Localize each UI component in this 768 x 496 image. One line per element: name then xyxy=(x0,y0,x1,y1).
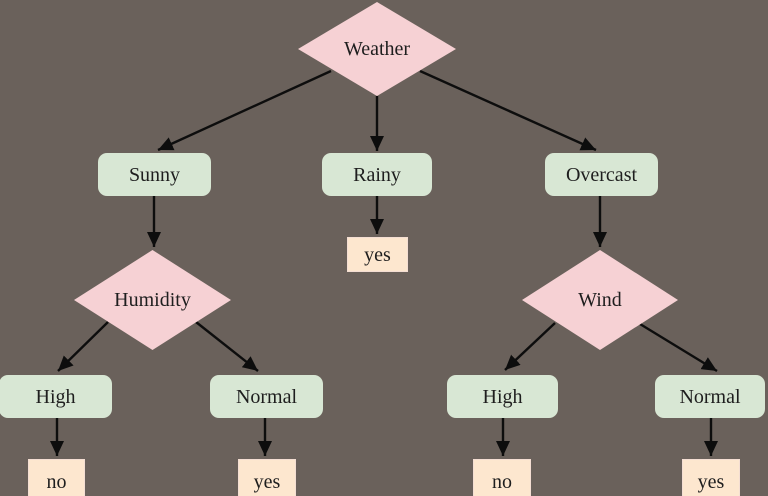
node-rainy: Rainy xyxy=(322,153,432,196)
leaf-rainy-yes: yes xyxy=(347,237,408,272)
leaf-humidity-normal-yes: yes xyxy=(238,459,296,496)
edge-wind-high xyxy=(504,322,556,371)
node-humidity-normal: Normal xyxy=(210,375,323,418)
node-wind: Wind xyxy=(522,250,678,350)
edge-weather-sunny xyxy=(157,69,332,152)
node-wind-high: High xyxy=(447,375,558,418)
node-weather: Weather xyxy=(298,2,456,96)
edge-humidity-normal xyxy=(195,321,259,372)
edge-humidity-high xyxy=(57,321,109,372)
edge-wind-normal xyxy=(639,322,718,373)
node-humidity: Humidity xyxy=(74,250,231,350)
leaf-wind-high-no: no xyxy=(473,459,531,496)
leaf-wind-normal-yes: yes xyxy=(682,459,740,496)
node-sunny: Sunny xyxy=(98,153,211,196)
leaf-humidity-high-no: no xyxy=(28,459,85,496)
node-overcast: Overcast xyxy=(545,153,658,196)
edge-weather-overcast xyxy=(419,69,597,152)
node-wind-normal: Normal xyxy=(655,375,765,418)
node-humidity-high: High xyxy=(0,375,112,418)
